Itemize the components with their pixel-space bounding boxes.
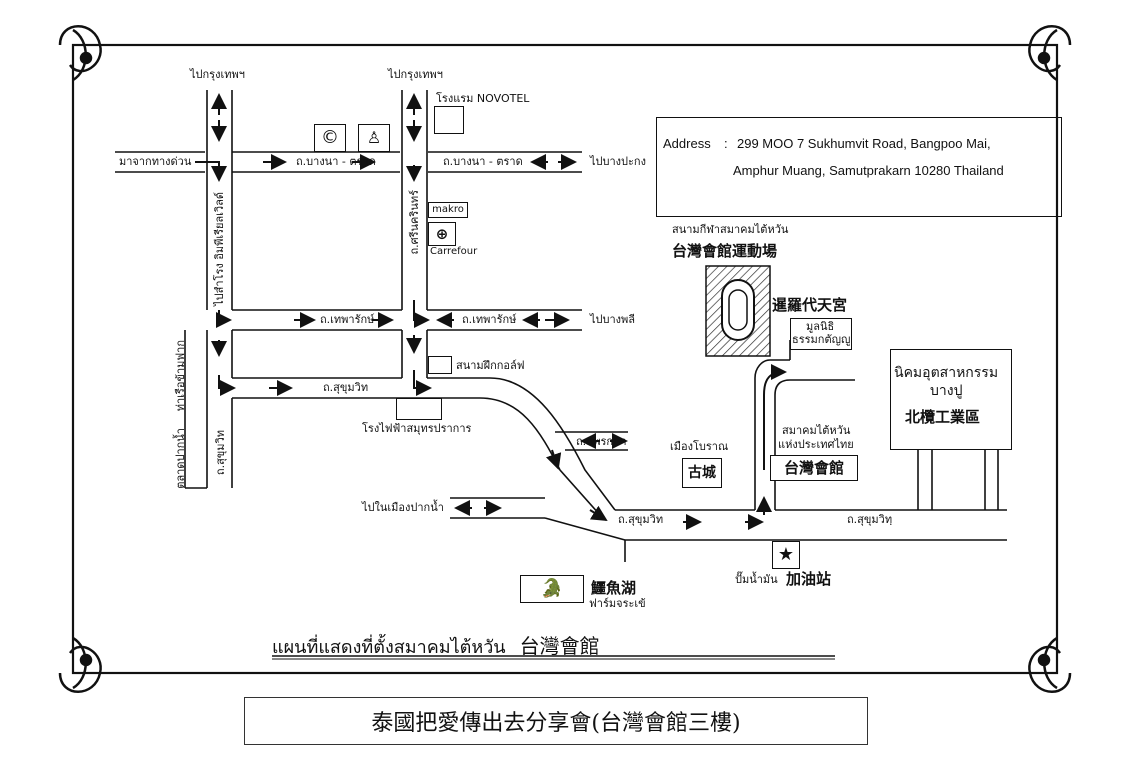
association-thai-label-1: สมาคมไต้หวัน	[782, 424, 851, 437]
address-separator: :	[724, 136, 728, 151]
crocodile-farm-thai-label: ฟาร์มจระเข้	[589, 597, 646, 610]
golf-range-box	[428, 356, 452, 374]
theparak-label-2: ถ.เทพารักษ์	[462, 313, 517, 326]
corner-ornament-top-left	[58, 25, 102, 82]
to-bangkok-left-label: ไปกรุงเทพฯ	[190, 68, 245, 81]
to-paknam-city-label: ไปในเมืองปากน้ำ	[362, 501, 444, 514]
gas-station-chinese-label: 加油站	[786, 570, 832, 588]
event-caption-text: 泰國把愛傳出去分享會(台灣會館三樓)	[371, 711, 741, 736]
to-bangpakong-label: ไปบางปะกง	[590, 155, 646, 168]
stadium-thai-label: สนามกีฬาสมาคมไต้หวัน	[672, 223, 789, 236]
bangna-trad-label-1: ถ.บางนา - ตราด	[296, 155, 376, 168]
ancient-city-thai-label: เมืองโบราณ	[670, 440, 729, 453]
industrial-estate-thai-label-2: บางปู	[930, 383, 963, 399]
ancient-city-box: 古城	[682, 458, 722, 488]
makro-label: makro	[432, 204, 464, 215]
novotel-hotel-box	[434, 106, 464, 134]
ancient-city-chinese: 古城	[688, 465, 716, 481]
srinakarin-label: ถ.ศรีนครินทร์	[408, 190, 421, 255]
makro-box: makro	[428, 202, 468, 218]
foundation-label-2: ธรรมกตัญญู	[792, 333, 851, 346]
association-chinese: 台灣會館	[783, 459, 844, 477]
address-box: Address : 299 MOO 7 Sukhumvit Road, Bang…	[656, 117, 1062, 217]
novotel-label: โรงแรม NOVOTEL	[436, 92, 530, 105]
carrefour-logo-icon: ⊕	[428, 222, 456, 246]
carrefour-label: Carrefour	[430, 246, 478, 257]
map-title-chinese: 台灣會館	[519, 634, 600, 658]
cinema-icon: ©	[314, 124, 346, 152]
map-title-thai: แผนที่แสดงที่ตั้งสมาคมไต้หวัน	[272, 637, 506, 658]
road-network	[115, 90, 1010, 562]
power-plant-label: โรงไฟฟ้าสมุทรปราการ	[362, 422, 472, 435]
industrial-estate-thai-label-1: นิคมอุตสาหกรรม	[894, 365, 999, 381]
to-bangkok-right-label: ไปกรุงเทพฯ	[388, 68, 443, 81]
address-line1: 299 MOO 7 Sukhumvit Road, Bangpoo Mai,	[737, 136, 991, 151]
address-line2: Amphur Muang, Samutprakarn 10280 Thailan…	[733, 163, 1004, 178]
pier-label: ท่าเรือข้ามฟาก	[174, 340, 187, 412]
gas-station-thai-label: ปั๊มน้ำมัน	[735, 573, 778, 586]
praeksa-label: ถ.แพรกษา	[576, 435, 627, 448]
event-caption: 泰國把愛傳出去分享會(台灣會館三樓)	[244, 697, 868, 745]
power-plant-box	[396, 398, 442, 420]
industrial-estate-box	[890, 349, 1012, 450]
foundation-label-1: มูลนิธิ	[806, 320, 835, 333]
map-frame	[71, 43, 1059, 675]
sukhumvit-label-1: ถ.สุขุมวิท	[323, 381, 369, 394]
stadium-chinese-label: 台灣會館運動場	[672, 242, 778, 260]
bangna-trad-label-2: ถ.บางนา - ตราด	[443, 155, 523, 168]
foundation-box	[790, 318, 852, 350]
temple-chinese-label: 暹羅代天宮	[772, 296, 848, 314]
sukhumvit-label-2: ถ.สุขุมวิท	[618, 513, 664, 526]
golf-range-label: สนามฝึกกอล์ฟ	[456, 359, 525, 372]
crocodile-farm-chinese-label: 鱷魚湖	[591, 579, 637, 597]
crocodile-farm-box: 🐊	[520, 575, 584, 603]
bowling-icon: ♙	[358, 124, 390, 152]
corner-ornament-bottom-right	[1028, 636, 1072, 693]
to-samrong-label: ไปสำโรง อิมพีเรียลเวิลด์	[213, 192, 226, 306]
gas-station-icon: ★	[772, 541, 800, 569]
industrial-estate-chinese-label: 北欖工業區	[905, 408, 981, 426]
traffic-arrows	[195, 93, 787, 530]
sukhumvit-label-3: ถ.สุขุมวิทฺ	[847, 513, 893, 526]
to-bangplee-label: ไปบางพลี	[590, 313, 636, 326]
association-thai-label-2: แห่งประเทศไทย	[778, 438, 854, 451]
theparak-label-1: ถ.เทพารักษ์	[320, 313, 375, 326]
paknam-market-label: ตลาดปากน้ำ	[174, 428, 187, 489]
corner-ornament-bottom-left	[58, 636, 102, 693]
map-title: แผนที่แสดงที่ตั้งสมาคมไต้หวัน 台灣會館	[272, 630, 600, 661]
sukhumvit-vertical-label: ถ.สุขุมวิท	[214, 430, 227, 476]
taiwan-association-box: 台灣會館	[770, 455, 858, 481]
from-highway-label: มาจากทางด่วน	[119, 155, 192, 168]
corner-ornament-top-right	[1028, 25, 1072, 82]
address-label: Address	[663, 136, 711, 151]
